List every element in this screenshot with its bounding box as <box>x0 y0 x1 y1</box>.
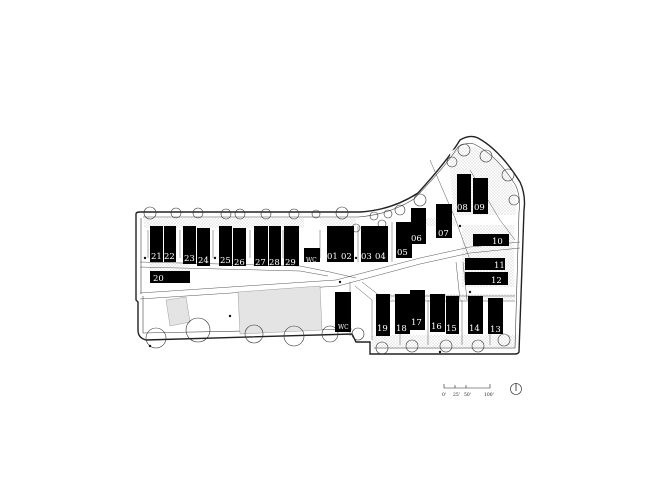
building-26-5 <box>233 228 246 266</box>
north-arrow-icon <box>510 383 522 395</box>
trees <box>143 143 520 355</box>
building-label-05-14: 05 <box>397 248 408 258</box>
building-label-26-5: 26 <box>234 258 245 268</box>
building-20-22 <box>150 271 190 283</box>
building-label-28-7: 28 <box>269 258 280 268</box>
building-label-29-8: 29 <box>285 258 296 268</box>
building-label-24-3: 24 <box>198 256 209 266</box>
building-11-20 <box>465 258 505 270</box>
building-29-8 <box>284 226 299 266</box>
building-label-06-15: 06 <box>411 234 422 244</box>
building-wc-9 <box>304 248 320 262</box>
building-06-15 <box>411 208 426 244</box>
scale-label-25: 25' <box>453 392 460 398</box>
scale-label-0: 0' <box>442 392 446 398</box>
building-label-18-25: 18 <box>396 324 407 334</box>
building-label-07-16: 07 <box>438 229 449 239</box>
building-08-17 <box>457 174 471 212</box>
building-label-20-22: 20 <box>153 274 164 284</box>
building-19-24 <box>376 294 390 336</box>
building-label-01-10: 01 <box>327 252 338 262</box>
building-label-22-1: 22 <box>164 252 175 262</box>
building-10-19 <box>473 234 509 246</box>
scale-bar: 0' 25' 50' 100' <box>442 384 494 398</box>
building-09-18 <box>473 178 488 214</box>
building-17-26 <box>410 290 425 330</box>
building-21-0 <box>150 226 163 262</box>
building-15-28 <box>446 296 459 334</box>
building-label-16-27: 16 <box>431 322 442 332</box>
building-wc-23 <box>335 292 351 332</box>
building-28-7 <box>269 226 281 266</box>
scale-label-50: 50' <box>464 392 471 398</box>
building-label-08-17: 08 <box>457 203 468 213</box>
building-label-27-6: 27 <box>255 258 266 268</box>
building-label-13-30: 13 <box>490 325 501 335</box>
building-14-29 <box>468 296 483 334</box>
building-label-11-20: 11 <box>494 261 505 271</box>
building-label-wc-9: WC <box>306 257 317 264</box>
building-03-12 <box>361 226 375 262</box>
building-label-wc-23: WC <box>338 324 349 331</box>
building-label-14-29: 14 <box>469 324 480 334</box>
building-13-30 <box>488 298 503 334</box>
building-label-25-4: 25 <box>220 256 231 266</box>
building-label-12-21: 12 <box>491 276 502 286</box>
building-07-16 <box>436 204 452 238</box>
building-label-09-18: 09 <box>474 203 485 213</box>
building-22-1 <box>164 226 176 262</box>
scale-label-100: 100' <box>484 392 494 398</box>
building-label-17-26: 17 <box>411 318 422 328</box>
building-18-25 <box>395 294 410 334</box>
building-label-21-0: 21 <box>151 252 162 262</box>
building-27-6 <box>254 226 268 266</box>
building-label-03-12: 03 <box>361 252 372 262</box>
building-05-14 <box>396 222 412 258</box>
building-25-4 <box>219 226 232 266</box>
building-02-11 <box>341 226 354 262</box>
building-label-04-13: 04 <box>375 252 386 262</box>
building-24-3 <box>197 228 210 266</box>
open-pads <box>165 285 323 335</box>
building-label-10-19: 10 <box>492 237 503 247</box>
building-04-13 <box>375 226 388 262</box>
building-label-15-28: 15 <box>446 324 457 334</box>
building-label-19-24: 19 <box>377 324 388 334</box>
building-01-10 <box>327 226 341 262</box>
building-16-27 <box>430 294 445 332</box>
building-12-21 <box>465 272 508 285</box>
building-label-02-11: 02 <box>341 252 352 262</box>
building-label-23-2: 23 <box>184 254 195 264</box>
building-23-2 <box>183 226 196 264</box>
